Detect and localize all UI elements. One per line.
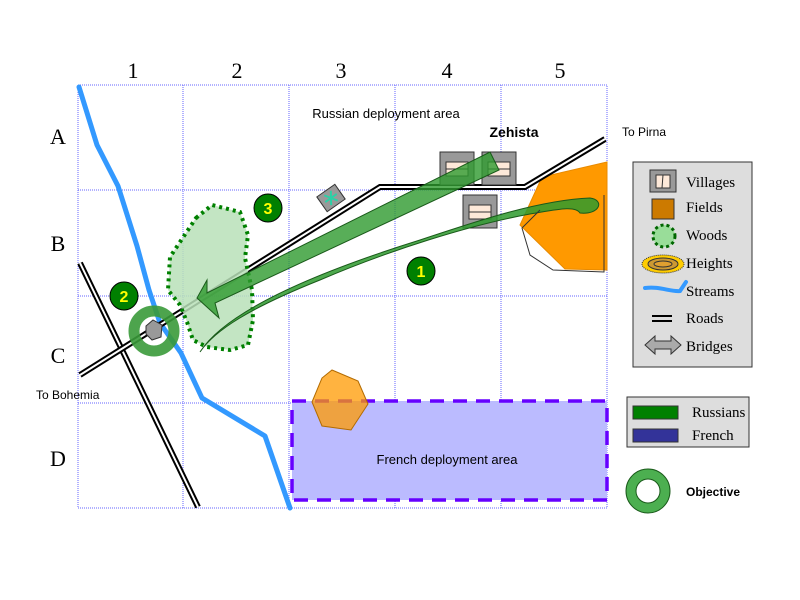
legend-bridges-label: Bridges	[686, 339, 733, 355]
marker-3: 3	[253, 193, 283, 223]
marker-1-label: 1	[417, 264, 426, 281]
woods-b2	[165, 202, 256, 353]
russian-arrow-north	[196, 151, 500, 320]
field-icon	[651, 198, 675, 220]
column-label-2: 2	[232, 58, 243, 83]
heights-icon	[641, 254, 685, 274]
column-label-1: 1	[128, 58, 139, 83]
to-pirna-label: To Pirna	[622, 125, 666, 139]
legend-fields-label: Fields	[686, 200, 723, 216]
russians-swatch	[632, 405, 679, 420]
road-main	[78, 136, 607, 378]
french-swatch	[632, 428, 679, 443]
russian-arrow-south	[199, 197, 600, 353]
legend-woods-label: Woods	[686, 228, 727, 244]
row-label-a: A	[50, 124, 66, 149]
bridge-icon	[644, 334, 682, 356]
legend-heights-label: Heights	[686, 256, 733, 272]
column-label-4: 4	[442, 58, 453, 83]
terrain-legend: Villages Fields Woods Heights Streams Ro…	[632, 161, 753, 368]
russian-area-label: Russian deployment area	[312, 106, 460, 121]
woods-icon	[651, 223, 677, 249]
field-d3	[311, 369, 369, 431]
marker-2: 2	[109, 281, 139, 311]
objective-legend: Objective	[625, 468, 740, 514]
legend-streams-label: Streams	[686, 284, 734, 300]
legend-russians-label: Russians	[692, 405, 746, 421]
objective-icon	[626, 469, 670, 513]
road-north-south	[77, 261, 201, 509]
row-label-d: D	[50, 446, 66, 471]
row-label-c: C	[51, 343, 66, 368]
objective-marker	[128, 305, 180, 357]
heights-outline-b5	[521, 195, 605, 273]
stream-icon	[643, 280, 688, 294]
bridge-b3	[316, 183, 346, 213]
sides-legend: Russians French	[626, 396, 750, 448]
village-name-label: Zehista	[489, 124, 538, 140]
french-area-label: French deployment area	[377, 452, 519, 467]
marker-2-label: 2	[120, 289, 129, 306]
legend-french-label: French	[692, 428, 734, 444]
legend-objective-label: Objective	[686, 485, 740, 499]
column-label-5: 5	[555, 58, 566, 83]
legend-roads-label: Roads	[686, 311, 724, 327]
marker-3-label: 3	[264, 201, 273, 218]
road-icon	[652, 315, 672, 322]
column-label-3: 3	[336, 58, 347, 83]
village-icon	[649, 169, 677, 193]
row-label-b: B	[51, 231, 66, 256]
to-bohemia-label: To Bohemia	[36, 388, 100, 402]
marker-1: 1	[406, 256, 436, 286]
legend-villages-label: Villages	[686, 175, 735, 191]
field-b5	[519, 161, 608, 271]
